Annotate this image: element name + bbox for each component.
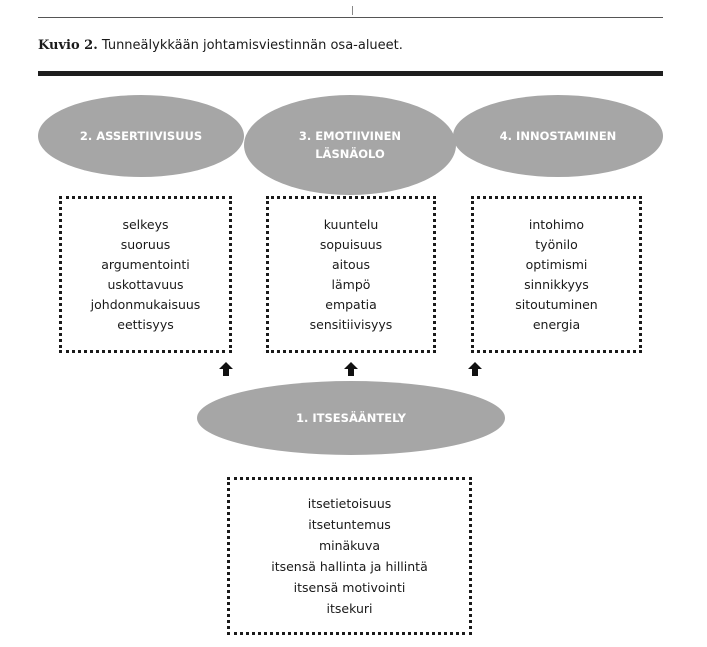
- caption-rule: [38, 71, 663, 76]
- ellipse-emotiivinen-lasnaolo: 3. EMOTIIVINEN LÄSNÄOLO: [244, 95, 456, 195]
- list-item: suoruus: [120, 236, 171, 252]
- list-item: selkeys: [122, 216, 169, 232]
- list-item: sopuisuus: [319, 236, 383, 252]
- list-item: minäkuva: [318, 538, 381, 553]
- list-item: itsetuntemus: [308, 517, 391, 532]
- ellipse-innostaminen-label: 4. INNOSTAMINEN: [499, 129, 617, 143]
- list-item: energia: [532, 316, 581, 332]
- ellipse-itsesaantely-label: 1. ITSESÄÄNTELY: [296, 411, 406, 425]
- list-item: itsekuri: [326, 601, 373, 616]
- figure-title: Tunneälykkään johtamisviestinnän osa-alu…: [97, 38, 403, 53]
- box-innostaminen: intohimo työnilo optimismi sinnikkyys si…: [471, 196, 642, 353]
- ellipse-assertiivisuus-label: 2. ASSERTIIVISUUS: [79, 129, 203, 143]
- list-item: sitoutuminen: [515, 296, 598, 312]
- box-itsesaantely: itsetietoisuus itsetuntemus minäkuva its…: [227, 477, 472, 635]
- ellipse-innostaminen: 4. INNOSTAMINEN: [453, 95, 663, 177]
- list-item: johdonmukaisuus: [90, 296, 201, 312]
- list-item: sinnikkyys: [524, 276, 589, 292]
- ellipse-assertiivisuus: 2. ASSERTIIVISUUS: [38, 95, 244, 177]
- figure-label: Kuvio 2.: [38, 38, 98, 53]
- box-assertiivisuus: selkeys suoruus argumentointi uskottavuu…: [59, 196, 232, 353]
- ellipse-itsesaantely: 1. ITSESÄÄNTELY: [197, 381, 505, 455]
- list-item: intohimo: [528, 216, 585, 232]
- list-item: itsensä hallinta ja hillintä: [271, 559, 428, 574]
- top-tick-mark: [352, 6, 353, 15]
- list-item: kuuntelu: [323, 216, 379, 232]
- list-item: työnilo: [535, 236, 578, 252]
- arrow-up-icon: [344, 362, 358, 376]
- list-item: argumentointi: [101, 256, 190, 272]
- list-item: aitous: [331, 256, 371, 272]
- box-emotiivinen-lasnaolo: kuuntelu sopuisuus aitous lämpö empatia …: [266, 196, 436, 353]
- list-item: sensitiivisyys: [309, 316, 393, 332]
- arrow-up-icon: [219, 362, 233, 376]
- list-item: itsensä motivointi: [293, 580, 406, 595]
- list-item: empatia: [325, 296, 377, 312]
- ellipse-emotiivinen-lasnaolo-label: 3. EMOTIIVINEN LÄSNÄOLO: [298, 129, 402, 161]
- list-item: optimismi: [525, 256, 588, 272]
- list-item: uskottavuus: [107, 276, 184, 292]
- list-item: lämpö: [331, 276, 371, 292]
- arrow-up-icon: [468, 362, 482, 376]
- list-item: eettisyys: [117, 316, 174, 332]
- figure-caption: Kuvio 2. Tunneälykkään johtamisviestinnä…: [38, 38, 403, 53]
- list-item: itsetietoisuus: [307, 496, 392, 511]
- top-divider: [38, 17, 663, 18]
